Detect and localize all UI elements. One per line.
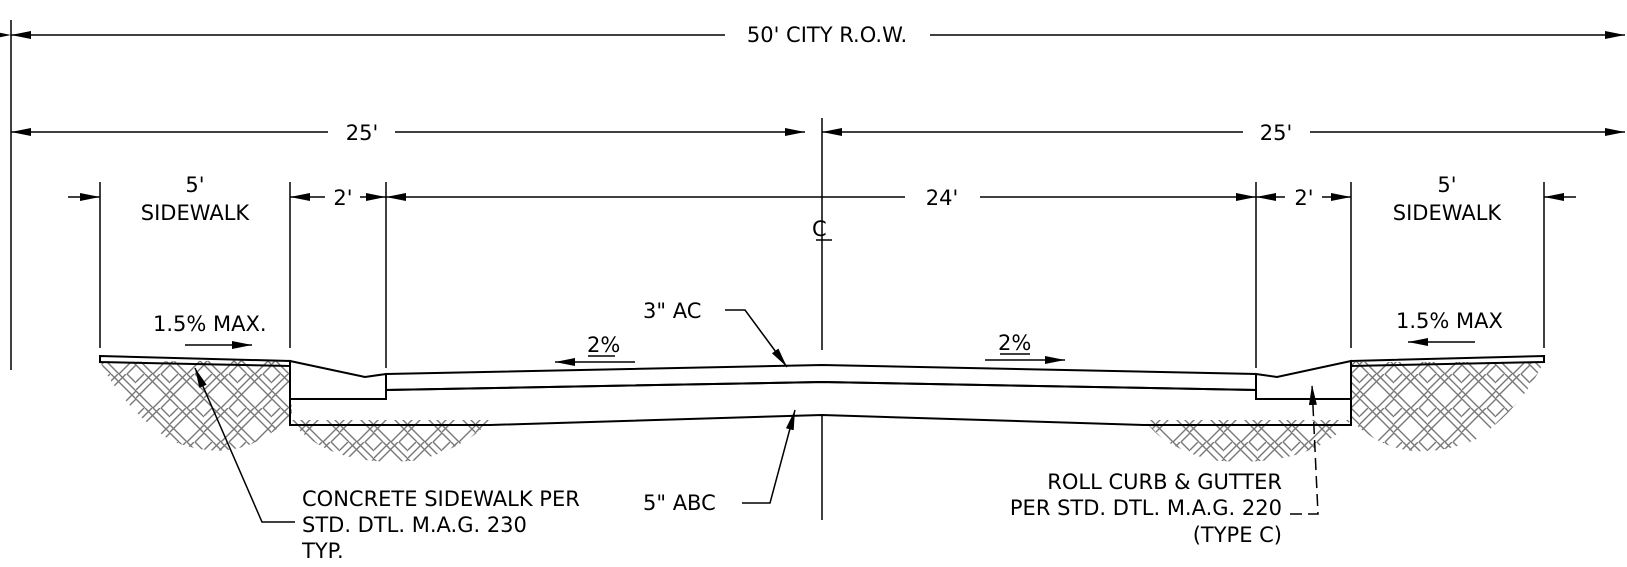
half-left-label: 25' [346,121,379,145]
dimension-lines [0,20,1625,520]
row-total-label: 50' CITY R.O.W. [747,23,907,47]
left-curb [289,359,387,400]
half-right-label: 25' [1260,121,1293,145]
centerline-symbol: C [812,217,832,241]
sidewalk-right-label: SIDEWALK [1393,201,1503,225]
buffer-right-label: 2' [1294,186,1313,210]
sidewalk-right-width: 5' [1437,173,1456,197]
sidewalk-note-line-1: CONCRETE SIDEWALK PER [302,487,580,511]
leader-lines [194,309,1319,523]
curb-note-line-3: (TYPE C) [1193,523,1282,547]
ac-pavement-layer [385,363,1257,392]
slope-road-left: 2% [587,333,620,357]
soil-hatch [100,360,1544,462]
sidewalk-left-label: SIDEWALK [141,201,251,225]
right-curb [1255,359,1352,400]
slope-road-right: 2% [998,331,1031,355]
curb-note-line-1: ROLL CURB & GUTTER [1047,470,1282,494]
curb-note-line-2: PER STD. DTL. M.A.G. 220 [1010,496,1282,520]
labels: 50' CITY R.O.W. 25' 25' 5' SIDEWALK 2' 2… [141,23,1503,563]
sidewalk-left-width: 5' [185,173,204,197]
sidewalk-note-line-3: TYP. [301,539,344,563]
slope-sidewalk-left: 1.5% MAX. [153,312,267,336]
ac-layer-label: 3" AC [643,299,701,323]
sidewalk-note-line-2: STD. DTL. M.A.G. 230 [302,513,527,537]
centerline-label: C [812,217,827,241]
abc-layer-label: 5" ABC [643,491,716,515]
roadway-width-label: 24' [926,186,959,210]
slope-arrows [185,338,1475,366]
buffer-left-label: 2' [333,186,352,210]
slope-sidewalk-right: 1.5% MAX [1396,309,1503,333]
